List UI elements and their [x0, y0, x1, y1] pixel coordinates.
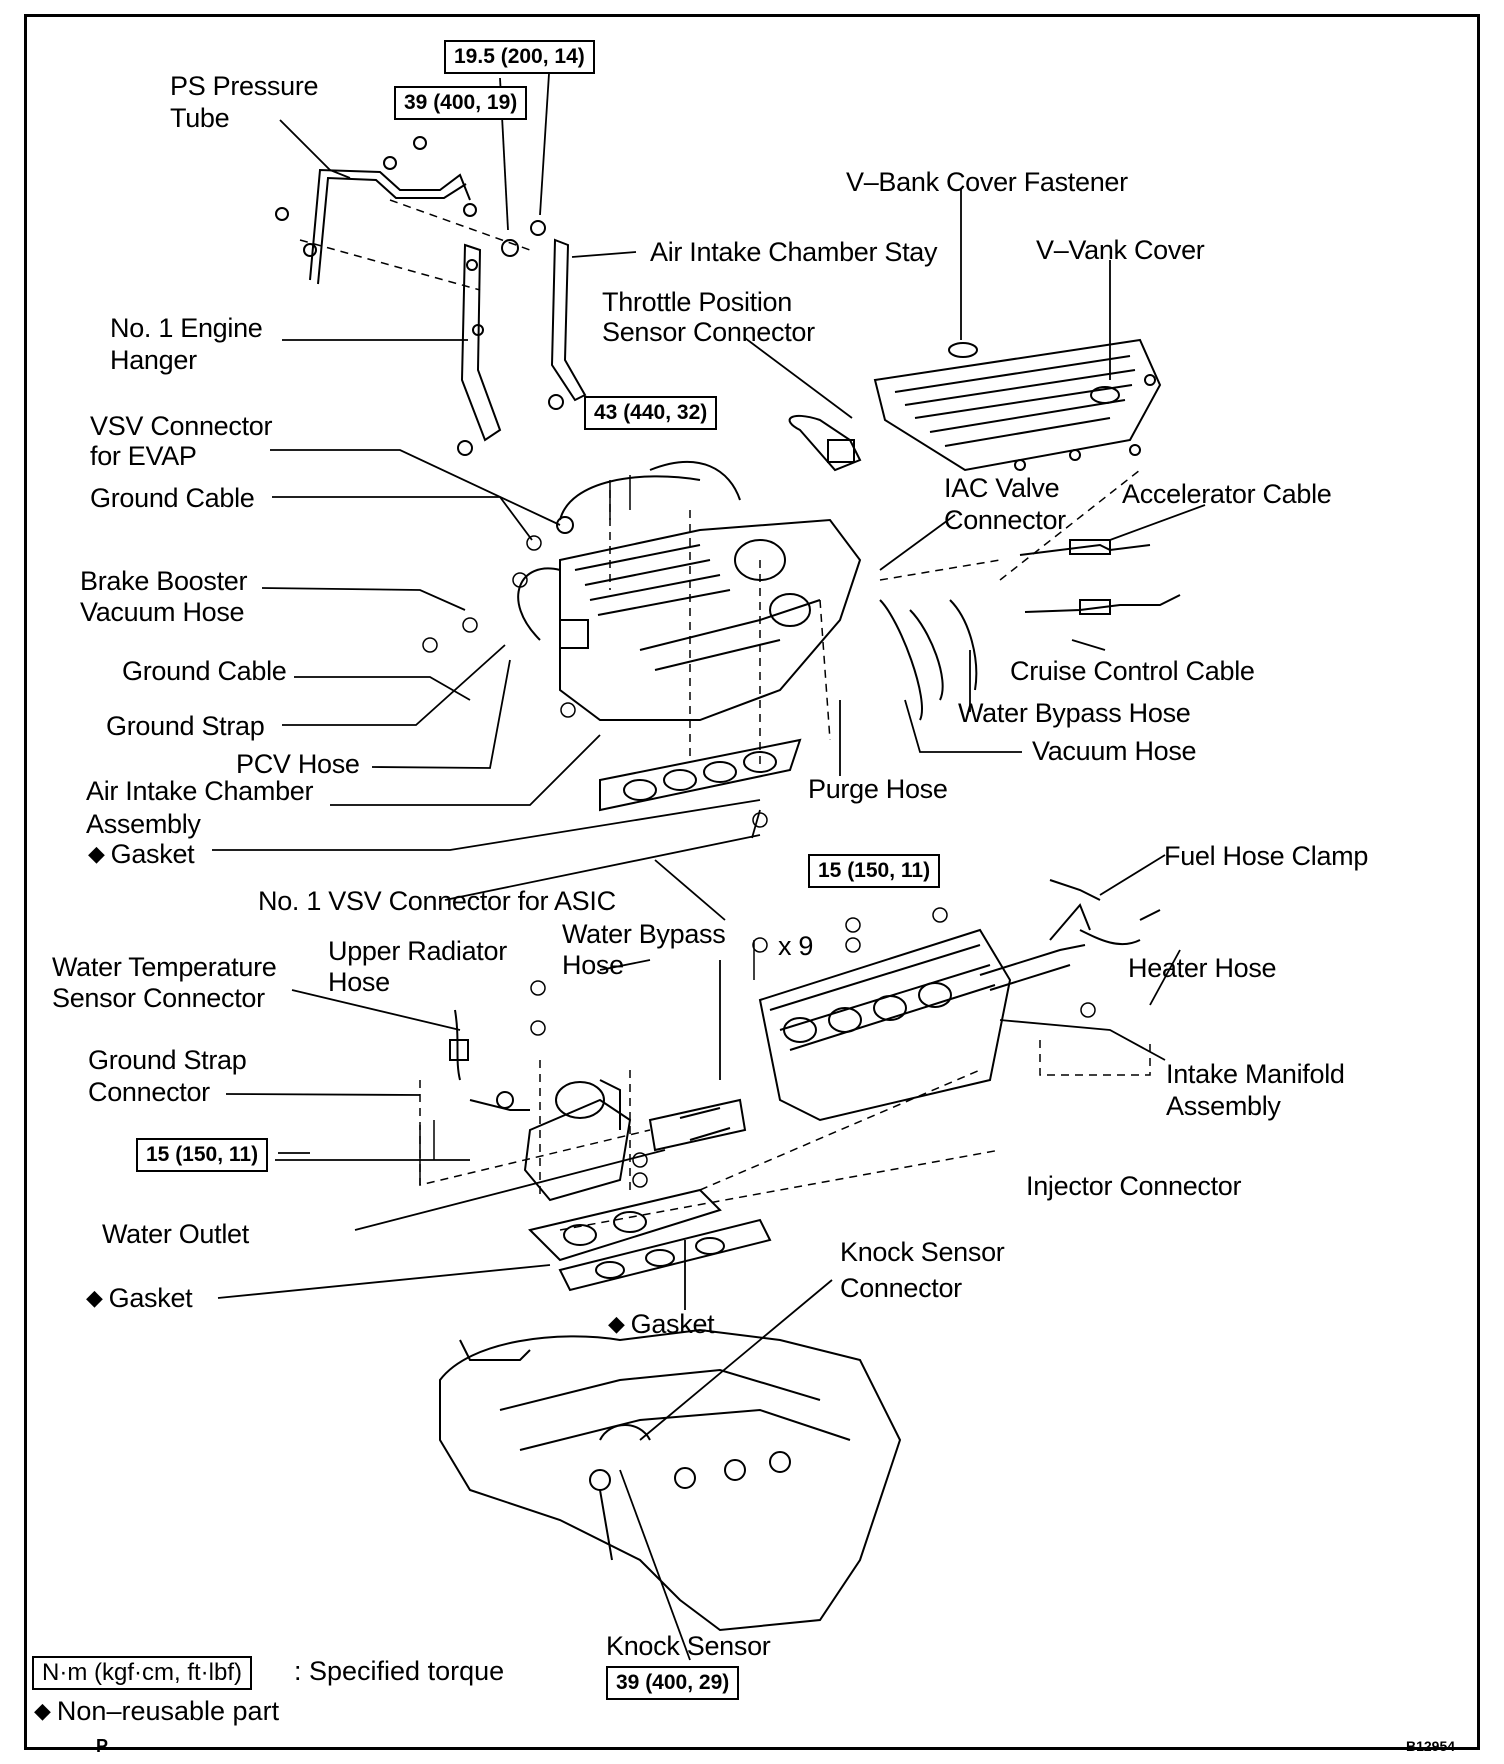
no1-engine-hanger-shape — [457, 239, 519, 456]
label-no1-engine-hanger-2: Hanger — [110, 345, 197, 375]
label-times-nine: x 9 — [778, 931, 814, 961]
label-water-outlet: Water Outlet — [102, 1219, 249, 1249]
label-throttle-position-2: Sensor Connector — [602, 317, 815, 347]
legend-nonreusable: ◆Non–reusable part — [34, 1696, 279, 1727]
label-cruise-control-cable: Cruise Control Cable — [1010, 656, 1255, 686]
label-vsv-connector-evap-1: VSV Connector — [90, 411, 273, 441]
throttle-connector-shape — [788, 414, 862, 472]
label-vacuum-hose: Vacuum Hose — [1032, 736, 1197, 766]
hoses-right — [879, 539, 1181, 946]
legend-nonreusable-text: Non–reusable part — [56, 1696, 280, 1726]
label-brake-booster-1: Brake Booster — [80, 566, 248, 596]
label-knock-sensor-connector-1: Knock Sensor — [840, 1237, 1005, 1267]
label-water-bypass-hose-2a: Water Bypass — [562, 919, 726, 949]
label-knock-sensor: Knock Sensor — [606, 1631, 771, 1661]
label-heater-hose: Heater Hose — [1128, 953, 1277, 983]
label-water-temperature-1: Water Temperature — [52, 952, 277, 982]
label-accelerator-cable: Accelerator Cable — [1122, 479, 1332, 509]
label-injector-connector: Injector Connector — [1026, 1171, 1242, 1201]
label-purge-hose: Purge Hose — [808, 774, 948, 804]
torque-43: 43 (440, 32) — [584, 396, 718, 430]
label-v-bank-cover-fastener: V–Bank Cover Fastener — [846, 167, 1128, 197]
label-gasket-2: ◆Gasket — [86, 1282, 193, 1316]
label-gasket-3: ◆Gasket — [608, 1308, 715, 1342]
label-air-intake-chamber-stay: Air Intake Chamber Stay — [650, 237, 938, 267]
gasket-1-shape — [599, 738, 802, 812]
label-gasket-3-text: Gasket — [630, 1309, 715, 1339]
label-v-vank-cover: V–Vank Cover — [1036, 235, 1205, 265]
torque-39-a: 39 (400, 19) — [394, 86, 528, 120]
bolts — [419, 475, 1096, 1188]
legend-torque-text: : Specified torque — [294, 1656, 505, 1686]
label-air-intake-chamber-1: Air Intake Chamber — [86, 776, 314, 806]
label-iac-valve-1: IAC Valve — [944, 473, 1060, 503]
engine-block-shape — [439, 1328, 902, 1632]
label-ground-cable-1: Ground Cable — [90, 483, 255, 513]
nonreusable-diamond-icon: ◆ — [608, 1311, 625, 1336]
label-brake-booster-2: Vacuum Hose — [80, 597, 245, 627]
nonreusable-diamond-icon: ◆ — [34, 1698, 51, 1723]
air-intake-chamber-stay-shape — [530, 220, 587, 410]
label-upper-radiator-hose-2: Hose — [328, 967, 390, 997]
label-ground-strap-connector-1: Ground Strap — [88, 1045, 247, 1075]
intake-manifold-shape — [758, 903, 1091, 1122]
corner-letter: P — [96, 1736, 109, 1756]
label-ps-pressure-tube-1: PS Pressure — [170, 71, 319, 101]
air-intake-chamber-shape — [517, 461, 862, 721]
label-intake-manifold-2: Assembly — [1166, 1091, 1281, 1121]
label-upper-radiator-hose-1: Upper Radiator — [328, 936, 507, 966]
label-pcv-hose: PCV Hose — [236, 749, 360, 779]
label-ground-strap-connector-2: Connector — [88, 1077, 210, 1107]
label-air-intake-chamber-2: Assembly — [86, 809, 201, 839]
label-knock-sensor-connector-2: Connector — [840, 1273, 962, 1303]
label-gasket-1: ◆Gasket — [88, 838, 195, 872]
figure-frame — [24, 14, 1480, 1750]
label-water-temperature-2: Sensor Connector — [52, 983, 265, 1013]
gasket-2-shape — [528, 1188, 722, 1262]
label-intake-manifold-1: Intake Manifold — [1166, 1059, 1345, 1089]
label-gasket-2-text: Gasket — [108, 1283, 193, 1313]
label-gasket-1-text: Gasket — [110, 839, 195, 869]
label-water-bypass-hose-2b: Hose — [562, 950, 624, 980]
torque-15-b: 15 (150, 11) — [136, 1138, 269, 1172]
leader-lines — [212, 57, 1206, 1661]
v-bank-cover-shape — [873, 338, 1162, 472]
label-no1-engine-hanger-1: No. 1 Engine — [110, 313, 263, 343]
label-throttle-position-1: Throttle Position — [602, 287, 792, 317]
figure-code: B12954 — [1406, 1738, 1456, 1754]
ps-pressure-tube-shape — [275, 136, 477, 285]
label-ground-strap: Ground Strap — [106, 711, 265, 741]
label-ground-cable-2: Ground Cable — [122, 656, 287, 686]
water-outlet-shape — [449, 1009, 747, 1202]
label-iac-valve-2: Connector — [944, 505, 1066, 535]
label-fuel-hose-clamp: Fuel Hose Clamp — [1164, 841, 1369, 871]
torque-19-5: 19.5 (200, 14) — [444, 40, 595, 74]
nonreusable-diamond-icon: ◆ — [88, 841, 105, 866]
torque-39-b: 39 (400, 29) — [606, 1666, 740, 1700]
legend-torque-box: N·m (kgf·cm, ft·lbf) — [32, 1656, 252, 1690]
torque-15-a: 15 (150, 11) — [808, 854, 941, 888]
label-ps-pressure-tube-2: Tube — [170, 103, 230, 133]
label-vsv-connector-evap-2: for EVAP — [90, 441, 197, 471]
label-no1-vsv-connector-asic: No. 1 VSV Connector for ASIC — [258, 886, 616, 916]
gasket-3-shape — [558, 1218, 772, 1292]
nonreusable-diamond-icon: ◆ — [86, 1285, 103, 1310]
label-water-bypass-hose-1: Water Bypass Hose — [958, 698, 1191, 728]
